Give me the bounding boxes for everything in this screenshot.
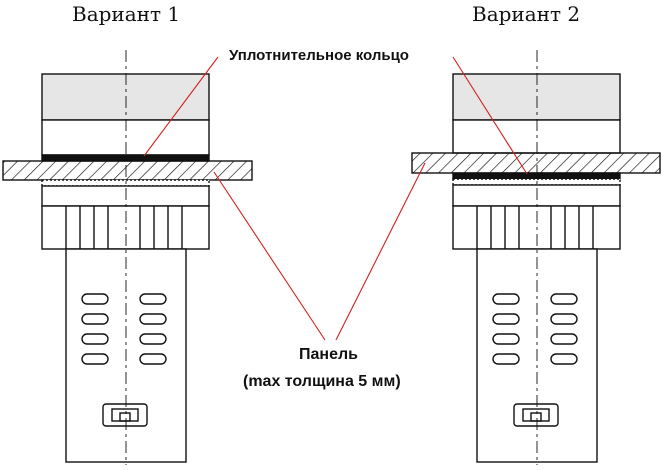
panel-leader-2 bbox=[335, 162, 426, 341]
variant-2-panel bbox=[411, 152, 661, 174]
seal-ring-label: Уплотнительное кольцо bbox=[229, 47, 409, 64]
variant-2-nut-ribs bbox=[476, 206, 594, 249]
panel-leader-1 bbox=[213, 171, 326, 341]
variant-2-device bbox=[411, 50, 661, 465]
variant-1-seal-ring bbox=[41, 154, 210, 162]
variant-2-nut-top bbox=[452, 184, 621, 207]
variant-1-nut bbox=[41, 205, 210, 250]
variant-1-cap bbox=[41, 73, 210, 121]
seal-leader-2 bbox=[452, 56, 528, 175]
variant-1-thread-strip bbox=[41, 179, 210, 187]
variant-2-cap bbox=[452, 73, 621, 121]
variant-2-vent-slots bbox=[492, 293, 578, 365]
variant-1-panel bbox=[2, 160, 253, 181]
variant-1-latch bbox=[102, 403, 148, 427]
variant-2-seal-ring bbox=[452, 172, 621, 180]
leader-lines bbox=[143, 56, 528, 341]
variant-1-nut-top bbox=[41, 185, 210, 207]
variant-2-title: Вариант 2 bbox=[472, 2, 581, 26]
variant-1-vent-slots bbox=[81, 293, 167, 365]
variant-2-latch bbox=[513, 403, 559, 427]
variant-2-thread-strip bbox=[452, 178, 621, 186]
seal-leader-1 bbox=[143, 56, 219, 157]
variant-2-nut bbox=[452, 205, 621, 250]
variant-2-bezel bbox=[452, 119, 621, 154]
variant-1-title: Вариант 1 bbox=[72, 2, 181, 26]
variant-1-device bbox=[2, 50, 253, 465]
variant-1-nut-ribs bbox=[65, 206, 183, 249]
variant-1-bezel bbox=[41, 119, 210, 156]
panel-thickness-label: (max толщина 5 мм) bbox=[243, 373, 401, 390]
panel-label: Панель bbox=[299, 346, 358, 363]
